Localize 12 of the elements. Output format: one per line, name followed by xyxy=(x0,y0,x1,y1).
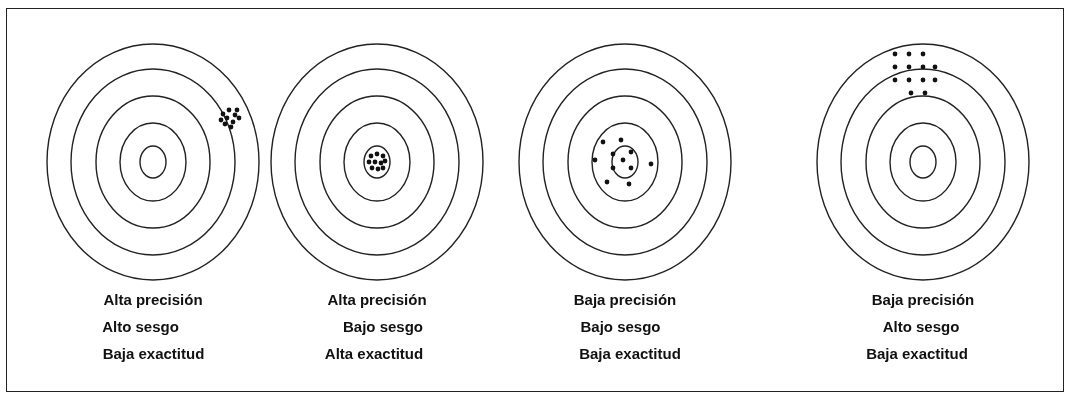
caption-text: Alto sesgo xyxy=(881,317,961,337)
caption-text: Baja exactitud xyxy=(578,344,682,364)
caption-text: Bajo sesgo xyxy=(342,317,424,337)
caption-text: Baja precisión xyxy=(572,290,678,310)
caption-text: Alta exactitud xyxy=(323,344,425,364)
caption-text: Alta precisión xyxy=(102,290,204,310)
caption-text: Alto sesgo xyxy=(101,317,180,337)
caption-text: Baja precisión xyxy=(870,290,976,310)
caption-text: Bajo sesgo xyxy=(579,317,662,337)
caption-text: Baja exactitud xyxy=(101,344,206,364)
caption-text: Alta precisión xyxy=(326,290,428,310)
caption-text: Baja exactitud xyxy=(865,344,969,364)
